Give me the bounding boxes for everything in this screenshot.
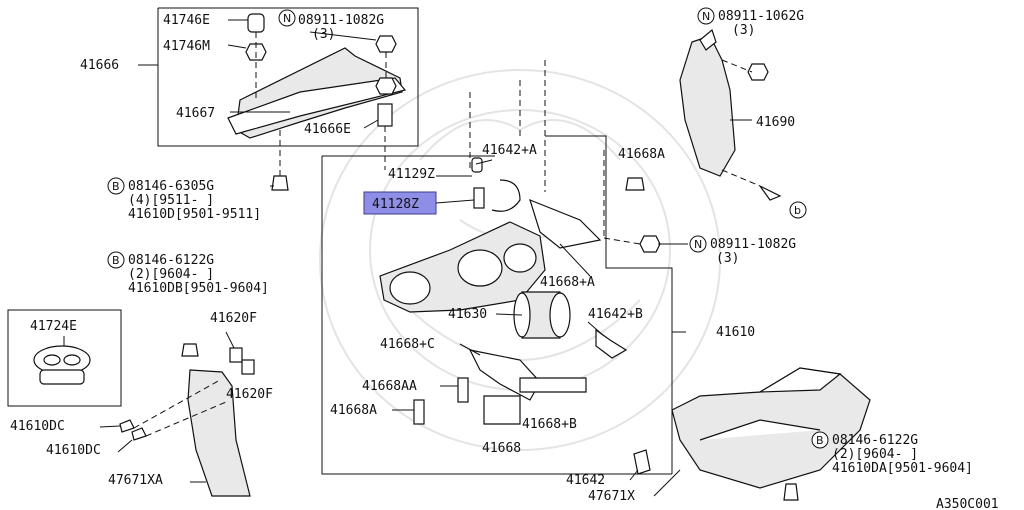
- label-41666: 41666: [80, 58, 119, 73]
- label-41746E: 41746E: [163, 13, 210, 28]
- pipe-clip: [491, 179, 521, 212]
- rubber-stopper: [247, 13, 265, 33]
- ref-b-circle: [789, 201, 807, 219]
- lower-right-group: [633, 367, 871, 501]
- label-n-prefix: N: [283, 12, 291, 25]
- bolt: [783, 483, 799, 501]
- label-qty: (3): [732, 23, 755, 38]
- lower-bracket-plate: [227, 77, 407, 135]
- grommet: [471, 157, 483, 173]
- label-47671X: 47671X: [588, 489, 635, 504]
- flange-nut: [375, 77, 397, 95]
- label-b-prefix: B: [816, 434, 824, 447]
- label-n-prefix: N: [702, 10, 710, 23]
- callout-labels: 41746E N 08911-1082G (3) 41746M 41666 41…: [10, 9, 999, 510]
- label-08146-6122G: 08146-6122G: [832, 433, 918, 448]
- bracket-b: [519, 377, 587, 393]
- right-bracket-group: b: [679, 28, 807, 219]
- bolt: [413, 399, 425, 425]
- inset-box: [7, 309, 122, 407]
- label-41724E: 41724E: [30, 319, 77, 334]
- bolt: [625, 177, 645, 191]
- clip: [241, 359, 255, 375]
- label-qty: (2)[9604- ]: [128, 267, 214, 282]
- label-41610: 41610: [716, 325, 755, 340]
- upper-clamp: [529, 198, 602, 249]
- mount-bracket: [483, 395, 521, 425]
- label-08911-1082G: 08911-1082G: [710, 237, 796, 252]
- lower-left-group: [7, 309, 255, 497]
- label-qty: (3): [312, 27, 335, 42]
- screw: [119, 419, 135, 433]
- label-41610DC: 41610DC: [10, 419, 65, 434]
- label-41746M: 41746M: [163, 39, 210, 54]
- clip: [633, 449, 651, 475]
- clip: [229, 347, 243, 363]
- flange-nut: [747, 63, 769, 81]
- label-41668B: 41668+B: [522, 417, 577, 432]
- leader-lines: [63, 159, 681, 497]
- label-41668pA: 41668+A: [540, 275, 595, 290]
- label-08911-1062G: 08911-1062G: [718, 9, 804, 24]
- upper-bracket-group: [138, 7, 419, 191]
- label-41620F: 41620F: [210, 311, 257, 326]
- bolt: [271, 175, 289, 191]
- label-41668: 41668: [482, 441, 521, 456]
- bolt: [457, 377, 469, 403]
- pipe-bracket: [595, 328, 628, 359]
- label-41610DC: 41610DC: [46, 443, 101, 458]
- label-41610DA: 41610DA[9501-9604]: [832, 461, 973, 476]
- label-41620F: 41620F: [226, 387, 273, 402]
- svg-text:b: b: [794, 204, 801, 217]
- bolt: [181, 343, 199, 357]
- label-b-prefix: B: [112, 180, 120, 193]
- label-41610D: 41610D[9501-9511]: [128, 207, 261, 222]
- label-41668AA: 41668AA: [362, 379, 417, 394]
- circled-prefixes: [107, 7, 829, 449]
- flange-nut: [375, 35, 397, 53]
- label-n-prefix: N: [694, 238, 702, 251]
- label-08146-6305G: 08146-6305G: [128, 179, 214, 194]
- label-qty: (4)[9511- ]: [128, 193, 214, 208]
- stud: [473, 187, 485, 209]
- label-41630: 41630: [448, 307, 487, 322]
- label-41668A: 41668A: [330, 403, 377, 418]
- stud-bolt: [377, 103, 393, 127]
- label-41642B: 41642+B: [588, 307, 643, 322]
- label-41666E: 41666E: [304, 122, 351, 137]
- label-b-prefix: B: [112, 254, 120, 267]
- label-41610DB: 41610DB[9501-9604]: [128, 281, 269, 296]
- mounting-bracket: [679, 35, 736, 177]
- arrow-to-b: [759, 185, 782, 201]
- label-41668C: 41668+C: [380, 337, 435, 352]
- label-41642: 41642: [566, 473, 605, 488]
- diagram-code: A350C001: [936, 497, 999, 510]
- label-41129Z: 41129Z: [388, 167, 435, 182]
- main-assembly-frame: [321, 60, 686, 475]
- splash-guard: [187, 369, 251, 497]
- label-08911-1082G: 08911-1082G: [298, 13, 384, 28]
- label-41668A: 41668A: [618, 147, 665, 162]
- label-qty: (3): [716, 251, 739, 266]
- flange-nut: [639, 235, 661, 253]
- label-47671XA: 47671XA: [108, 473, 163, 488]
- label-41690: 41690: [756, 115, 795, 130]
- label-41642A: 41642+A: [482, 143, 537, 158]
- label-41667: 41667: [176, 106, 215, 121]
- label-41128Z: 41128Z: [372, 197, 419, 212]
- label-08146-6122G: 08146-6122G: [128, 253, 214, 268]
- label-qty: (2)[9604- ]: [832, 447, 918, 462]
- screw: [131, 427, 147, 441]
